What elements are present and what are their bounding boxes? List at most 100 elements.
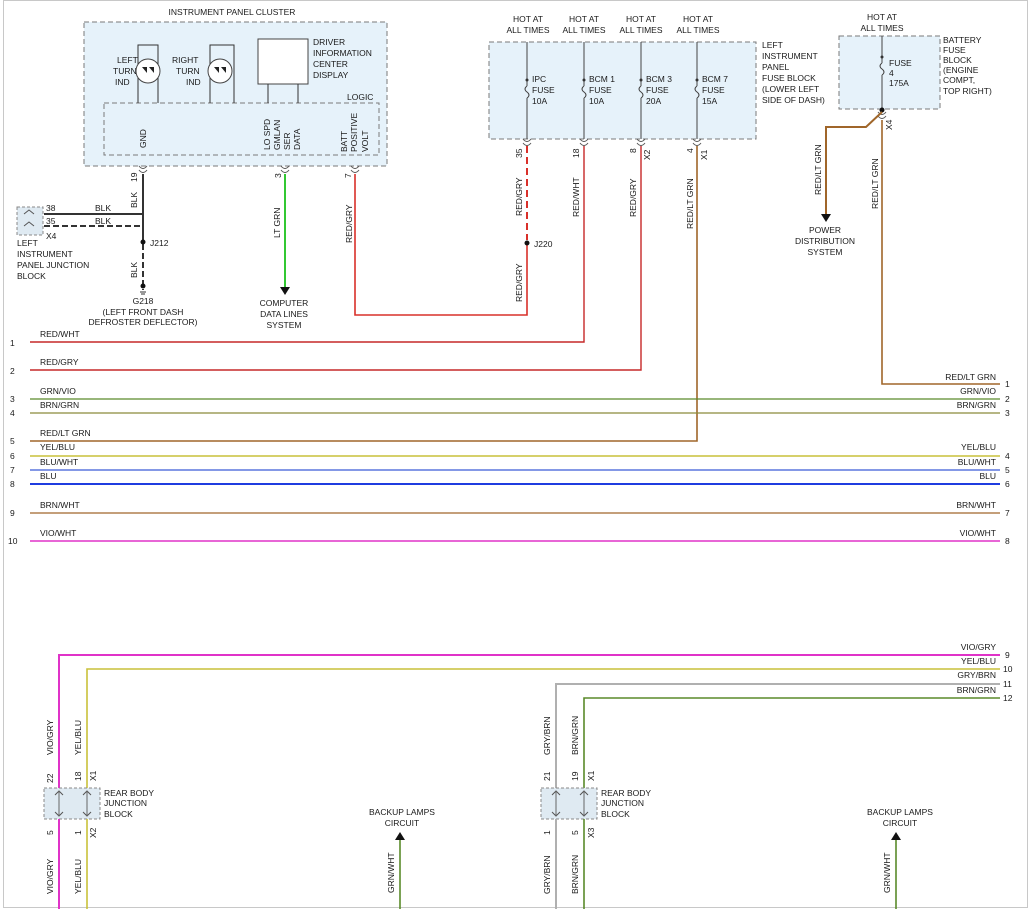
- left-turn-label-3: IND: [115, 77, 130, 87]
- lower-row-12-num: 12: [1003, 693, 1013, 703]
- right-turn-label-2: TURN: [176, 66, 200, 76]
- fuse-bcm3-conn: X2: [642, 149, 652, 160]
- ground-circuit: BLK BLK BLK BLK J212 38 35 X4 LEFT INSTR…: [16, 174, 198, 327]
- ground-location-2: DEFROSTER DEFLECTOR): [89, 317, 198, 327]
- ipc-pin-batt-label-2: POSITIVE: [349, 112, 359, 152]
- batt-feed-wire: [354, 174, 528, 316]
- ipjb-conn-x4: X4: [46, 231, 57, 241]
- left-row-1-label: RED/WHT: [40, 329, 80, 339]
- bcm3-fuse-wire: [30, 146, 642, 371]
- ipjb-label-2: INSTRUMENT: [17, 249, 73, 259]
- batt-to-bcm-wire-label: RED/LT GRN: [870, 158, 880, 209]
- left-row-9-num: 9: [10, 508, 15, 518]
- fuse-bcm3-pin: 8: [628, 148, 638, 153]
- ipc-logic-label: LOGIC: [347, 92, 373, 102]
- fuse-block-title-4: FUSE BLOCK: [762, 73, 816, 83]
- batt-conn-x4: X4: [884, 119, 894, 130]
- fuse-bcm7-icon: [694, 85, 700, 99]
- backup-right-arrow-icon: [891, 832, 901, 840]
- data-line-circuit: LT GRN COMPUTER DATA LINES SYSTEM: [260, 174, 309, 330]
- pds-label-2: DISTRIBUTION: [795, 236, 855, 246]
- rbjb-left-title-3: BLOCK: [104, 809, 133, 819]
- lt-grn-wire-label: LT GRN: [272, 208, 282, 238]
- fuse-bcm1-label: FUSE: [589, 85, 612, 95]
- fuse-bcm7-name: BCM 7: [702, 74, 728, 84]
- right-row-labels: RED/LT GRN 1 GRN/VIO 2 BRN/GRN 3 YEL/BLU…: [945, 372, 1010, 546]
- right-turn-label-1: RIGHT: [172, 55, 198, 65]
- right-row-8-num: 8: [1005, 536, 1010, 546]
- ipc-pin-data-label-4: DATA: [292, 128, 302, 150]
- backup-lamps-circuit-right: BACKUP LAMPS CIRCUIT GRN/WHT: [867, 807, 933, 909]
- bcm1-fuse-wire: [30, 146, 585, 343]
- brn-grn-lower-wire: [583, 697, 1000, 789]
- ground-g218-label: G218: [133, 296, 154, 306]
- splice-j212-label: J212: [150, 238, 169, 248]
- rbjb-right-title-2: JUNCTION: [601, 798, 644, 808]
- ipc-pin-num-19: 19: [129, 172, 139, 182]
- left-row-9-label: BRN/WHT: [40, 500, 80, 510]
- right-row-4-label: YEL/BLU: [961, 442, 996, 452]
- fuse2-hot-1: HOT AT: [569, 14, 599, 24]
- ipc-pin-batt-label-3: VOLT: [360, 130, 370, 152]
- ground-location-1: (LEFT FRONT DASH: [103, 307, 184, 317]
- rbjb-left-box: [43, 787, 101, 820]
- ipjb-label-1: LEFT: [17, 238, 38, 248]
- data-line-dest-1: COMPUTER: [260, 298, 309, 308]
- batt-fuse-amps: 175A: [889, 78, 909, 88]
- ipjb-pin-35: 35: [46, 216, 56, 226]
- fuse-block-box: [488, 41, 757, 140]
- gnd-wire-label-2: BLK: [95, 203, 111, 213]
- rbjb-right-pin-bot-2: 5: [570, 830, 580, 835]
- ipc-fuse-wire-label: RED/GRY: [514, 177, 524, 216]
- rbjb-left-pin-top-1: 22: [45, 773, 55, 783]
- ipjb-label-4: BLOCK: [17, 271, 46, 281]
- rbjb-right-title-3: BLOCK: [601, 809, 630, 819]
- fuse-output-wires: J220 RED/GRY RED/GRY RED/WHT RED/GRY RED…: [30, 146, 698, 442]
- batt-to-pds-wire-label: RED/LT GRN: [813, 144, 823, 195]
- right-row-4-num: 4: [1005, 451, 1010, 461]
- fuse-block-title-5: (LOWER LEFT: [762, 84, 819, 94]
- rbjb-left-wire-bot-2: YEL/BLU: [73, 859, 83, 894]
- left-row-6-label: YEL/BLU: [40, 442, 75, 452]
- fuse1-hot-2: ALL TIMES: [507, 25, 550, 35]
- batt-fuse-label: FUSE: [889, 58, 912, 68]
- left-row-2-num: 2: [10, 366, 15, 376]
- left-row-3-label: GRN/VIO: [40, 386, 76, 396]
- splice-j220: [524, 240, 530, 246]
- ipc-title: INSTRUMENT PANEL CLUSTER: [169, 7, 296, 17]
- fuse-bcm7-pin: 4: [685, 148, 695, 153]
- fuse-ipc-icon: [524, 85, 530, 99]
- fuse3-hot-2: ALL TIMES: [620, 25, 663, 35]
- lower-row-12-label: BRN/GRN: [957, 685, 996, 695]
- left-row-2-label: RED/GRY: [40, 357, 79, 367]
- gnd-wire-label-3: BLK: [95, 216, 111, 226]
- batt-feed-wire-label: RED/GRY: [344, 204, 354, 243]
- batt-block-title-2: FUSE: [943, 45, 966, 55]
- ipc-pin-num-3: 3: [273, 173, 283, 178]
- backup-left-wire-label: GRN/WHT: [386, 852, 396, 893]
- splice-j220-label: J220: [534, 239, 553, 249]
- fuse-ipc-amps: 10A: [532, 96, 547, 106]
- ipjb-label-3: PANEL JUNCTION: [17, 260, 89, 270]
- batt-block-title-1: BATTERY: [943, 35, 982, 45]
- rear-body-junction-block-right: GRY/BRN BRN/GRN 21 19 X1 REAR BODY JUNCT…: [540, 716, 651, 909]
- fuse-bcm1-pin: 18: [571, 148, 581, 158]
- fuse-ipc-pin: 35: [514, 148, 524, 158]
- rbjb-right-box: [540, 787, 598, 820]
- right-turn-indicator: RIGHT TURN IND: [172, 44, 235, 103]
- rbjb-right-conn-bot: X3: [586, 827, 596, 838]
- left-row-10-num: 10: [8, 536, 18, 546]
- backup-right-title-2: CIRCUIT: [883, 818, 917, 828]
- right-row-1-label: RED/LT GRN: [945, 372, 996, 382]
- left-row-1-num: 1: [10, 338, 15, 348]
- left-turn-label-1: LEFT: [117, 55, 138, 65]
- page-border: [3, 0, 1028, 908]
- data-line-dest-2: DATA LINES: [260, 309, 308, 319]
- ipc-pin-gnd-label: GND: [138, 129, 148, 148]
- ipc-pin-num-7: 7: [343, 173, 353, 178]
- batt-block-title-4: (ENGINE: [943, 65, 979, 75]
- batt-block-title-5: COMPT,: [943, 75, 975, 85]
- pds-label-3: SYSTEM: [808, 247, 843, 257]
